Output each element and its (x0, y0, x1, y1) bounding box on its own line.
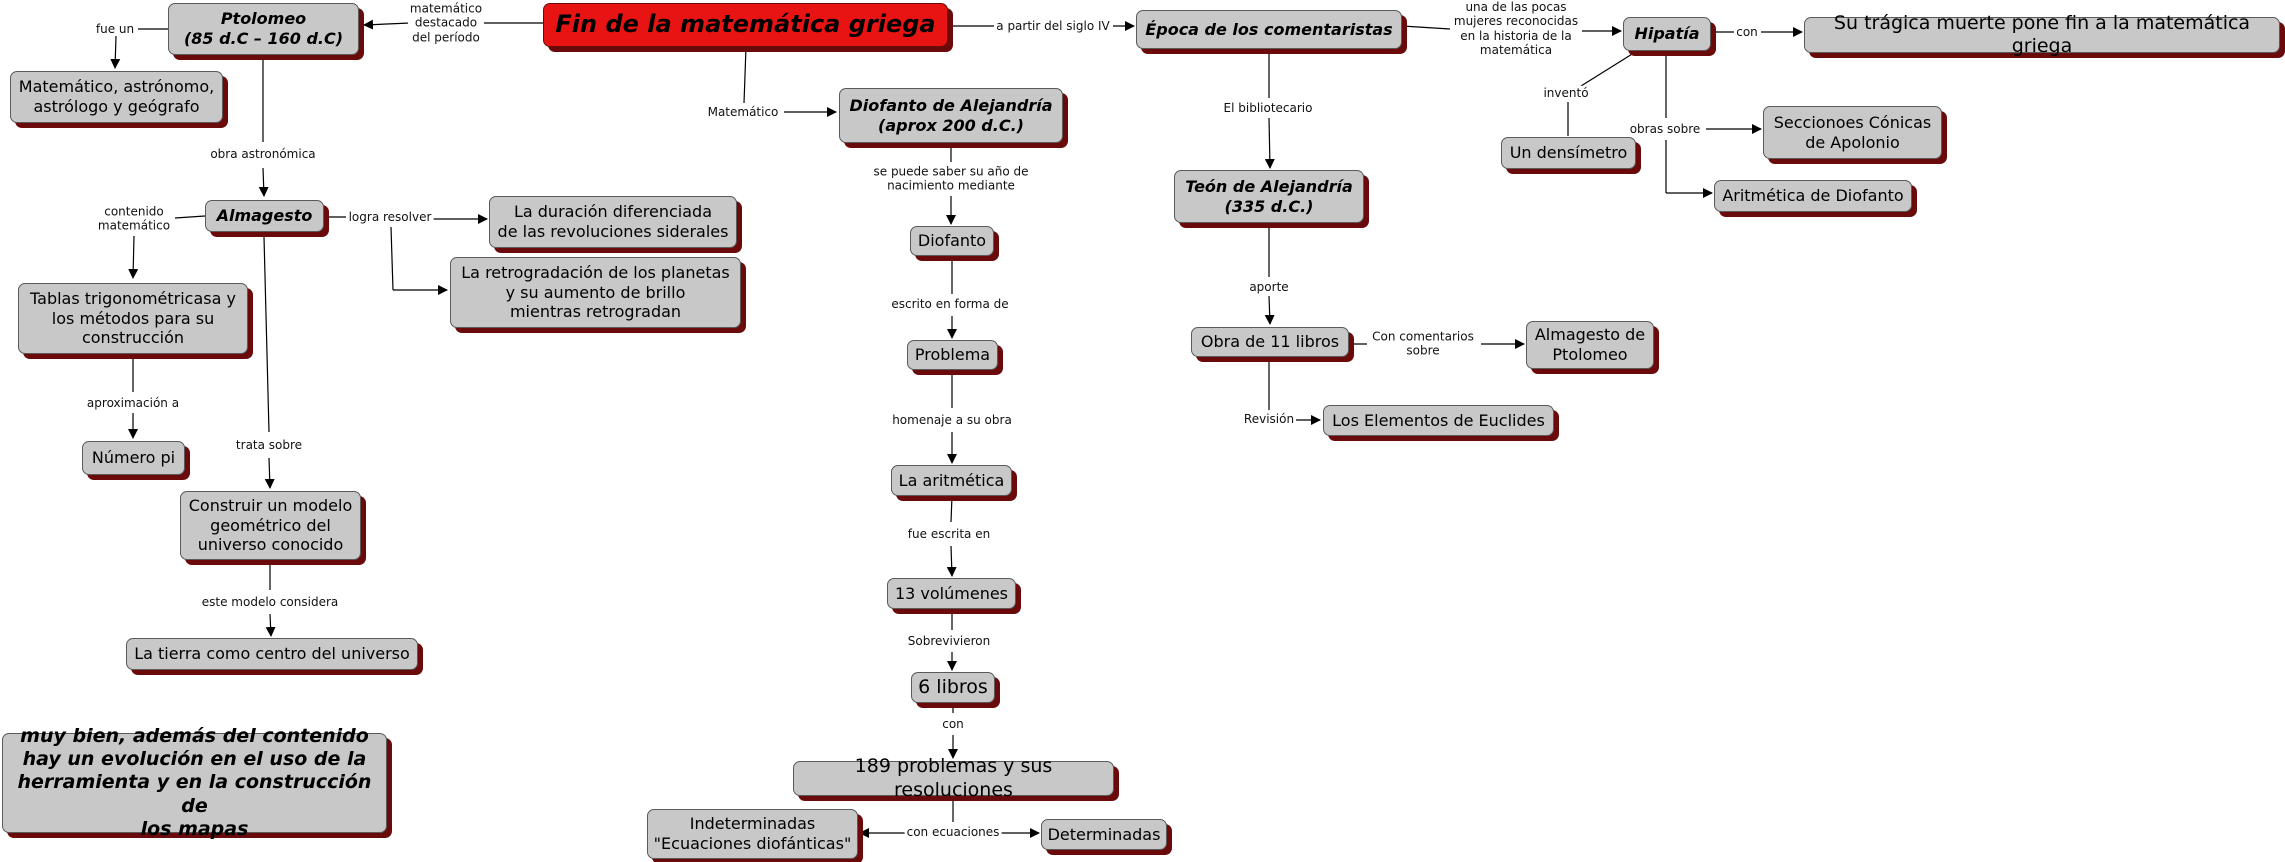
concept-tragica-muerte[interactable]: Su trágica muerte pone fin a la matemáti… (1804, 12, 2280, 57)
teacher-note[interactable]: muy bien, además del contenido hay un ev… (2, 725, 387, 840)
concept-retrogradacion[interactable]: La retrogradación de los planetas y su a… (450, 257, 741, 328)
link-label-a-partir: a partir del siglo IV (994, 18, 1112, 34)
concept-problema[interactable]: Problema (907, 340, 998, 370)
concept-13-volumenes[interactable]: 13 volúmenes (887, 578, 1016, 609)
link-label-se-puede-saber: se puede saber su año de nacimiento medi… (871, 164, 1031, 194)
concept-6-libros[interactable]: 6 libros (911, 672, 995, 703)
link-label-matematico-destacado: matemático destacado del período (407, 1, 485, 45)
link-label-con-comentarios: Con comentarios sobre (1370, 329, 1476, 359)
concept-secciones-conicas[interactable]: Seccionoes Cónicas de Apolonio (1763, 106, 1942, 159)
concept-duracion-revoluciones[interactable]: La duración diferenciada de las revoluci… (489, 196, 737, 248)
concept-189-problemas[interactable]: 189 problemas y sus resoluciones (793, 755, 1114, 801)
concept-ptolomeo[interactable]: Ptolomeo (85 d.C – 160 d.C) (168, 3, 359, 55)
link-label-contenido-matematico: contenido matemático (95, 204, 173, 234)
concept-teon-alejandria[interactable]: Teón de Alejandría (335 d.C.) (1174, 170, 1364, 223)
concept-almagesto[interactable]: Almagesto (205, 200, 324, 232)
concept-aritmetica-diofanto[interactable]: Aritmética de Diofanto (1714, 180, 1912, 212)
concept-matematico-astronomo[interactable]: Matemático, astrónomo, astrólogo y geógr… (10, 71, 223, 123)
concept-fin-matematica-griega[interactable]: Fin de la matemática griega (543, 3, 948, 47)
concept-tierra-centro[interactable]: La tierra como centro del universo (126, 638, 418, 670)
concept-indeterminadas[interactable]: Indeterminadas "Ecuaciones diofánticas" (647, 809, 858, 859)
link-label-aporte: aporte (1247, 279, 1291, 295)
link-label-con: con (940, 716, 966, 732)
link-label-matematico: Matemático (705, 104, 781, 120)
link-label-con-ecuaciones: con ecuaciones (904, 824, 1002, 840)
concept-obra-11-libros[interactable]: Obra de 11 libros (1191, 327, 1349, 357)
link-label-fue-escrita: fue escrita en (905, 526, 993, 542)
concept-diofanto-alejandria[interactable]: Diofanto de Alejandría (aprox 200 d.C.) (839, 88, 1063, 143)
link-label-el-bibliotecario: El bibliotecario (1221, 100, 1315, 116)
concept-determinadas[interactable]: Determinadas (1041, 819, 1167, 850)
link-label-fue-un: fue un (93, 21, 137, 37)
link-label-este-modelo: este modelo considera (199, 594, 341, 610)
link-label-revision: Revisión (1241, 411, 1297, 427)
link-label-trata-sobre: trata sobre (233, 437, 305, 453)
concept-elementos-euclides[interactable]: Los Elementos de Euclides (1323, 405, 1554, 436)
concept-tablas-trigonometricas[interactable]: Tablas trigonométricasa y los métodos pa… (18, 283, 248, 354)
link-label-invento: inventó (1541, 85, 1591, 101)
link-label-aproximacion: aproximación a (84, 395, 182, 411)
concept-almagesto-ptolomeo[interactable]: Almagesto de Ptolomeo (1526, 321, 1654, 369)
concept-numero-pi[interactable]: Número pi (82, 441, 185, 475)
link-label-logra-resolver: logra resolver (346, 209, 434, 225)
link-label-sobrevivieron: Sobrevivieron (905, 633, 993, 649)
link-label-con-hipatia: con (1734, 24, 1760, 40)
link-label-escrito-en-forma: escrito en forma de (889, 296, 1011, 312)
concept-construir-modelo[interactable]: Construir un modelo geométrico del unive… (180, 491, 361, 560)
concept-epoca-comentaristas[interactable]: Época de los comentaristas (1136, 10, 1402, 49)
link-label-una-de-las-pocas: una de las pocas mujeres reconocidas en … (1451, 0, 1581, 58)
concept-densimetro[interactable]: Un densímetro (1501, 137, 1636, 169)
concept-la-aritmetica[interactable]: La aritmética (891, 465, 1012, 496)
concept-hipatia[interactable]: Hipatía (1623, 17, 1711, 51)
link-label-obra-astronomica: obra astronómica (208, 146, 318, 162)
link-label-homenaje: homenaje a su obra (890, 412, 1014, 428)
link-label-obras-sobre: obras sobre (1627, 121, 1703, 137)
concept-diofanto[interactable]: Diofanto (910, 226, 994, 256)
